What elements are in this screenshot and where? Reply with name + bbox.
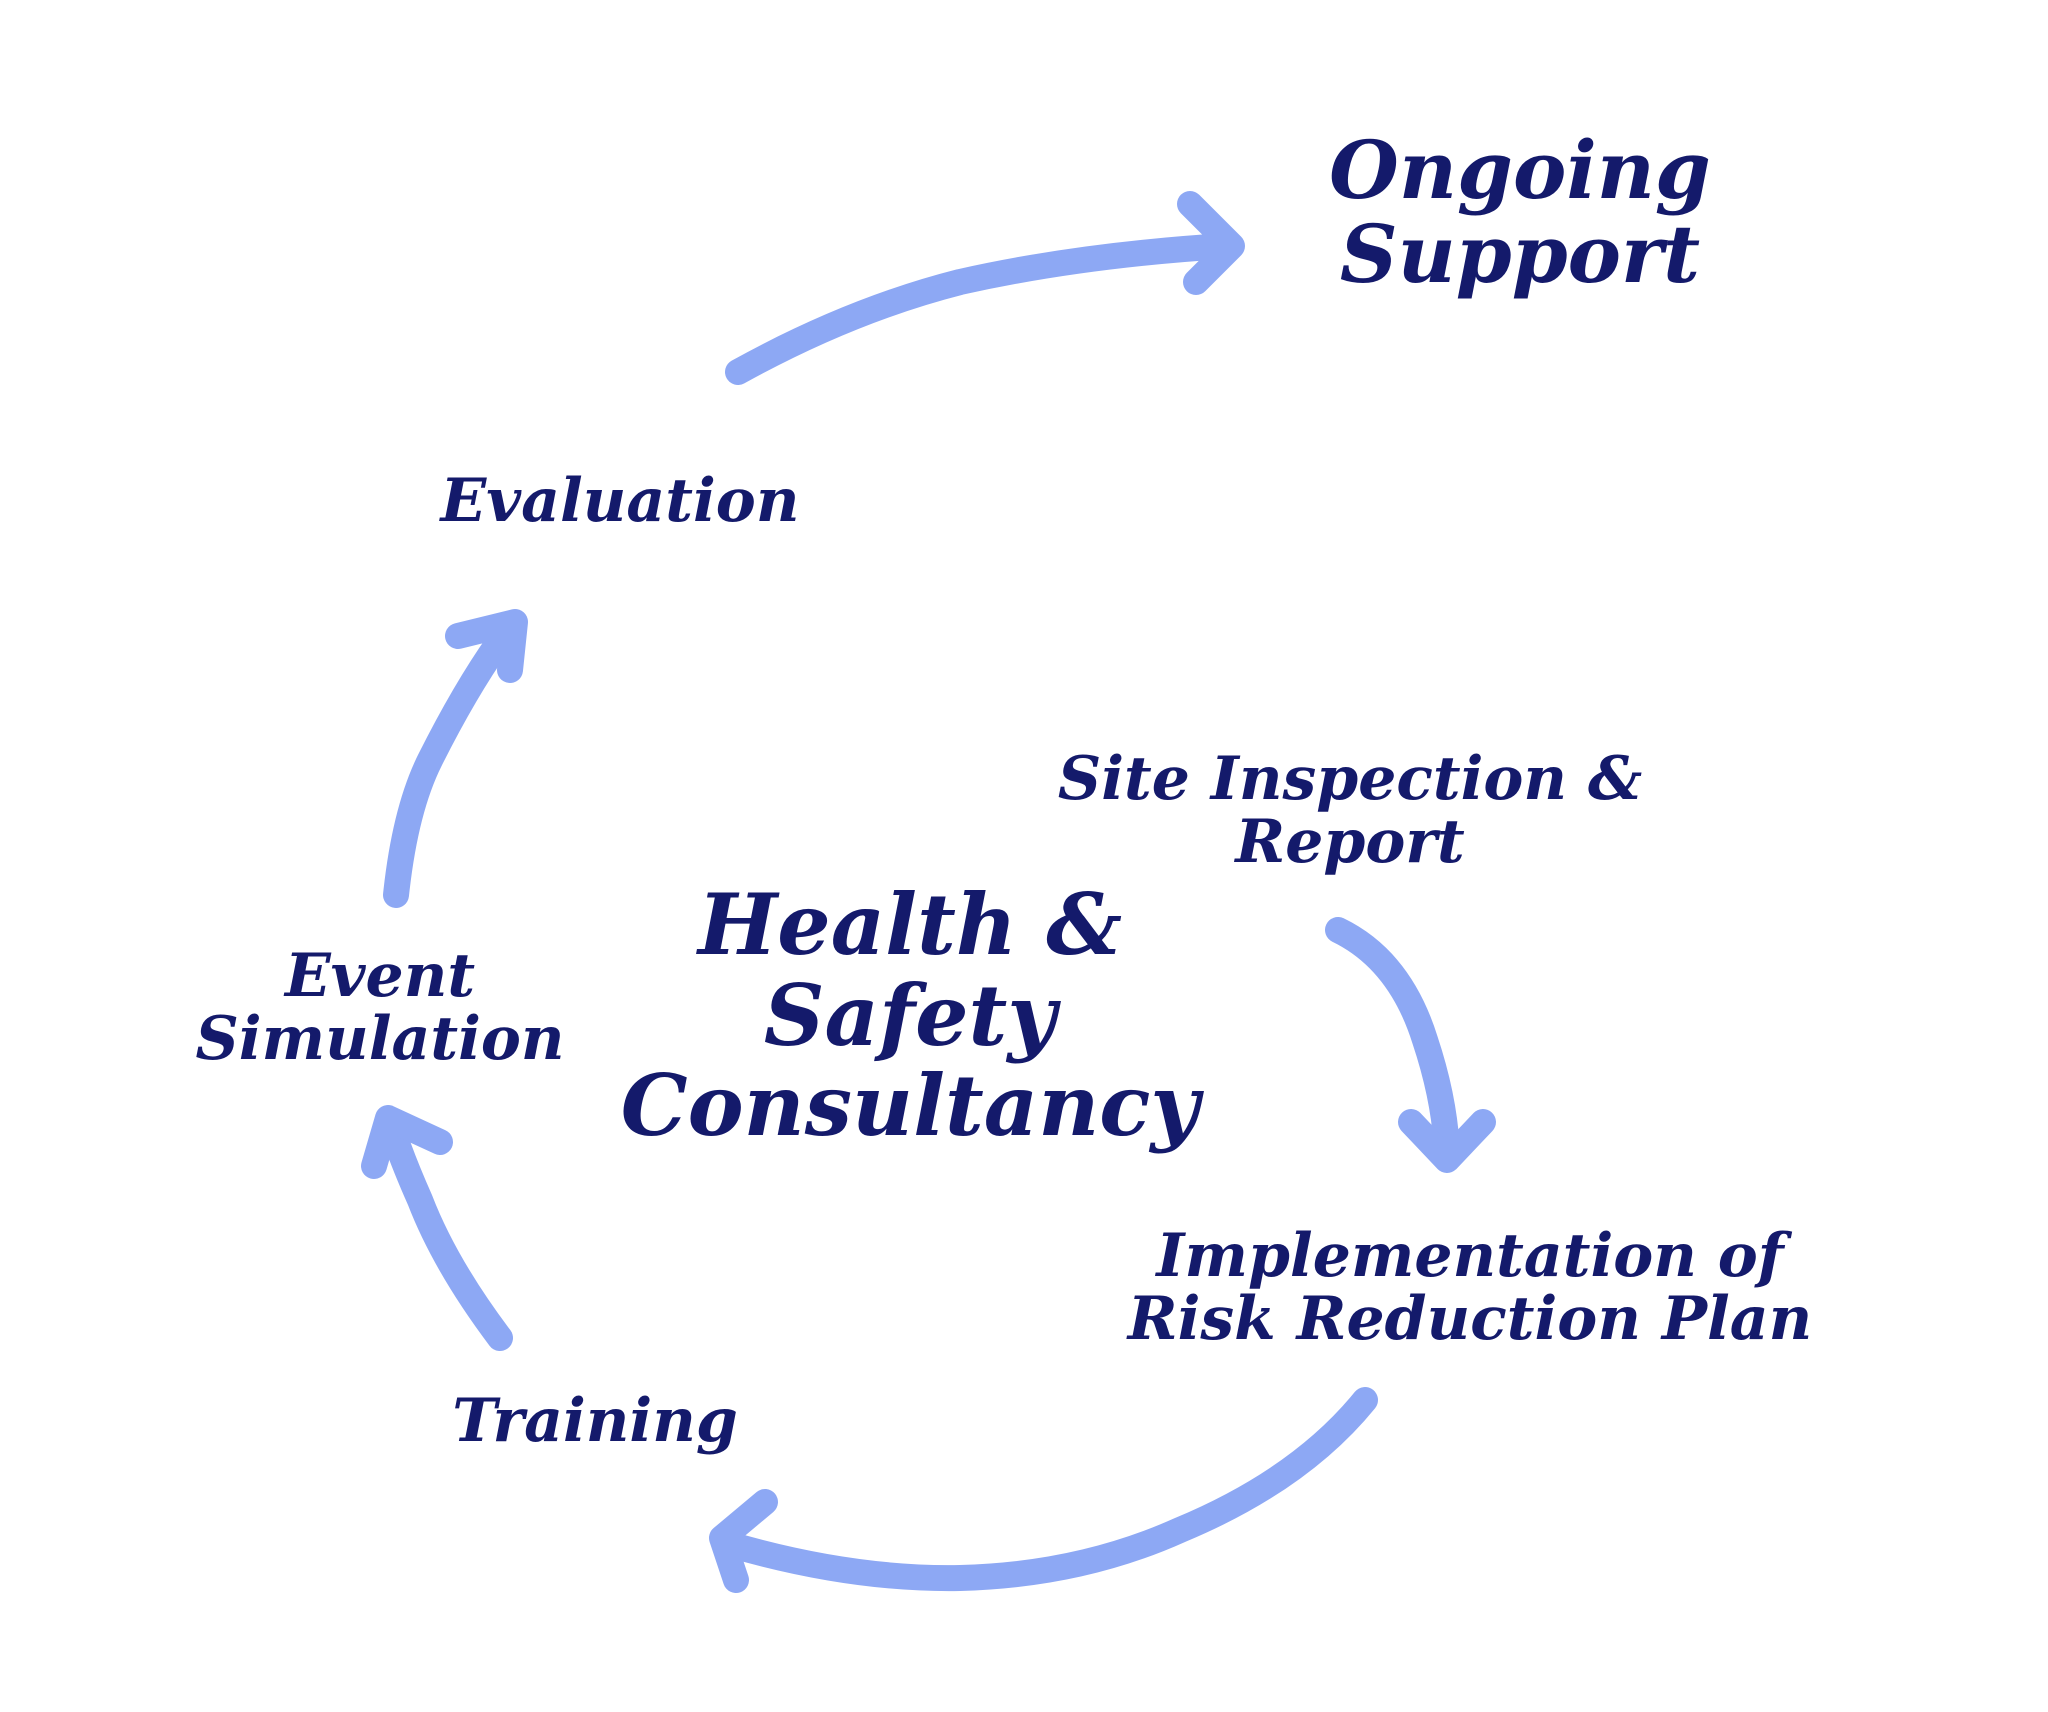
arrowhead-evaluation bbox=[445, 609, 528, 683]
arrow-implementation-to-training bbox=[712, 1387, 1378, 1592]
stage-event-simulation: Event Simulation bbox=[140, 945, 620, 1071]
stage-evaluation-line1: Evaluation bbox=[440, 466, 800, 536]
center-title: Health & Safety Consultancy bbox=[560, 875, 1260, 1156]
stage-training: Training bbox=[405, 1390, 785, 1453]
arrow-evaluation-to-ongoing-support bbox=[725, 233, 1239, 385]
arrowhead-implementation bbox=[1398, 1109, 1496, 1173]
stage-implementation-line2: Risk Reduction Plan bbox=[1127, 1284, 1813, 1354]
arrowhead-event-simulation bbox=[361, 1105, 453, 1179]
stage-site-inspection-line1: Site Inspection & bbox=[1057, 744, 1643, 814]
stage-site-inspection: Site Inspection & Report bbox=[1010, 748, 1690, 874]
arrowhead-training bbox=[709, 1489, 778, 1593]
center-title-line1: Health & bbox=[697, 875, 1123, 974]
stage-ongoing-support-line1: Ongoing bbox=[1329, 123, 1711, 217]
stage-event-simulation-line1: Event bbox=[284, 941, 476, 1011]
stage-implementation: Implementation of Risk Reduction Plan bbox=[1040, 1225, 1900, 1351]
stage-ongoing-support: Ongoing Support bbox=[1290, 128, 1750, 296]
stage-ongoing-support-line2: Support bbox=[1339, 207, 1701, 301]
stage-evaluation: Evaluation bbox=[395, 470, 845, 533]
stage-site-inspection-line2: Report bbox=[1235, 807, 1465, 877]
stage-event-simulation-line2: Simulation bbox=[195, 1004, 565, 1074]
center-title-line2: Safety bbox=[763, 965, 1057, 1065]
arrow-site-inspection-to-implementation bbox=[1325, 917, 1460, 1166]
center-title-line3: Consultancy bbox=[620, 1056, 1200, 1156]
arrowhead-ongoing-support bbox=[1177, 191, 1245, 295]
stage-training-line1: Training bbox=[452, 1386, 738, 1456]
arrow-training-to-event-simulation bbox=[377, 1109, 513, 1351]
stage-implementation-line1: Implementation of bbox=[1156, 1221, 1784, 1291]
arrow-event-simulation-to-evaluation bbox=[383, 614, 523, 908]
